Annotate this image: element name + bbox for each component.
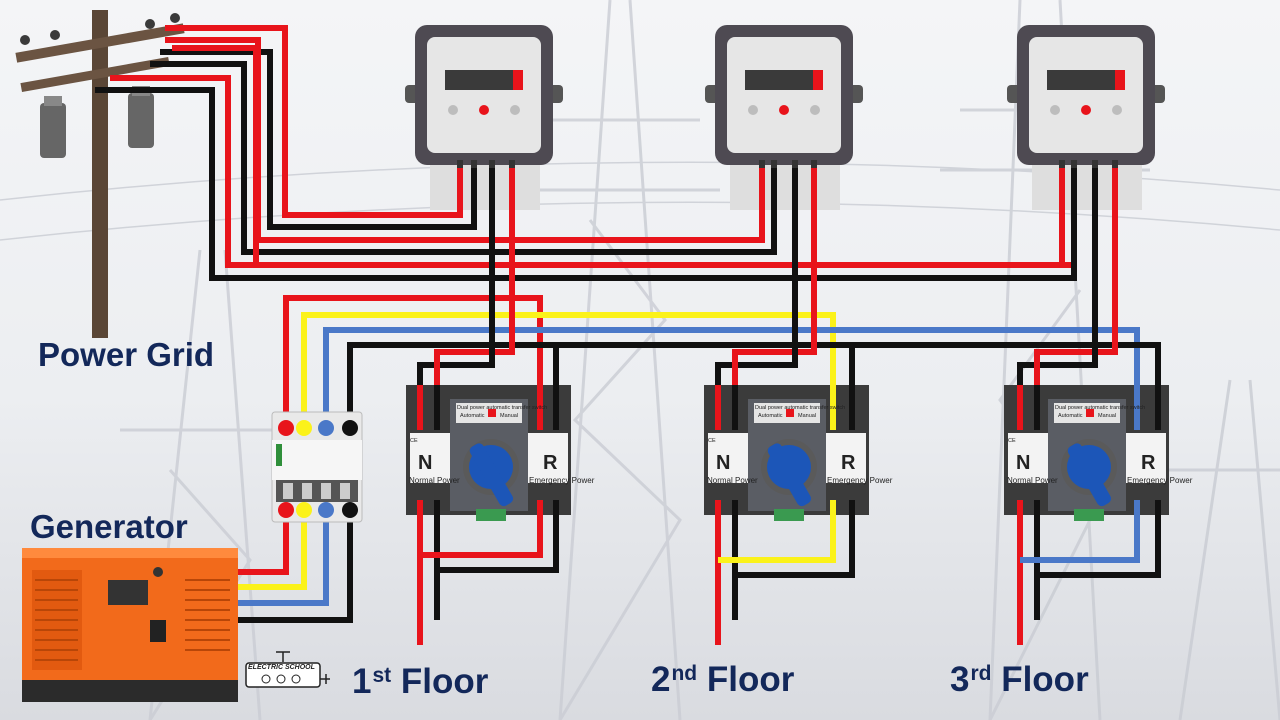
floor-3-label: 3rd Floor	[950, 660, 1089, 700]
ats-ce-mark: CE	[708, 438, 716, 444]
floor-1-label: 1st Floor	[352, 662, 488, 702]
ats-emergency-text: Emergency Power	[1127, 476, 1193, 485]
ats-panel-title: Dual power automatic transfer switch	[755, 405, 846, 411]
ats-manual: Manual	[798, 413, 817, 419]
utility-pole	[15, 10, 185, 338]
floor-2-word: Floor	[706, 660, 795, 699]
ats-automatic: Automatic	[758, 413, 783, 419]
floor-2-suffix: nd	[671, 662, 698, 685]
floor-2-label: 2nd Floor	[651, 660, 794, 700]
floor-3-suffix: rd	[970, 662, 992, 685]
floor-3-ordinal: 3	[950, 660, 970, 699]
ats-automatic: Automatic	[460, 413, 485, 419]
ats-normal-text: Normal Power	[409, 476, 460, 485]
logo-text: ELECTRIC SCHOOL	[248, 664, 315, 671]
energy-meter-3	[1007, 25, 1165, 210]
ats-normal-text: Normal Power	[1007, 476, 1058, 485]
generator-unit	[22, 548, 238, 702]
generator-label: Generator	[30, 508, 188, 545]
ats-emergency-letter: R	[841, 452, 856, 474]
circuit-breaker	[271, 411, 363, 523]
ats-manual: Manual	[500, 413, 519, 419]
ats-emergency-text: Emergency Power	[529, 476, 595, 485]
ats-ce-mark: CE	[1008, 438, 1016, 444]
ats-normal-letter: N	[1016, 452, 1031, 474]
ats-panel-title: Dual power automatic transfer switch	[1055, 405, 1146, 411]
power-grid-label: Power Grid	[38, 336, 215, 373]
ats-normal-letter: N	[418, 452, 433, 474]
ats-normal-text: Normal Power	[707, 476, 758, 485]
ats-emergency-letter: R	[543, 452, 558, 474]
ats-normal-letter: N	[716, 452, 731, 474]
energy-meter-2	[705, 25, 863, 210]
floor-1-suffix: st	[372, 664, 392, 687]
ats-unit-1	[406, 385, 571, 521]
ats-unit-3	[1004, 385, 1169, 521]
floor-1-ordinal: 1	[352, 662, 372, 701]
floor-1-word: Floor	[400, 662, 489, 701]
ats-output-wiring	[417, 505, 1161, 645]
ats-emergency-letter: R	[1141, 452, 1156, 474]
ats-emergency-text: Emergency Power	[827, 476, 893, 485]
floor-3-word: Floor	[1001, 660, 1089, 699]
ats-terminals	[417, 385, 1161, 520]
meter-terminals	[457, 160, 1118, 365]
floor-2-ordinal: 2	[651, 660, 671, 699]
ats-manual: Manual	[1098, 413, 1117, 419]
energy-meter-1	[405, 25, 563, 210]
ats-unit-2	[704, 385, 869, 521]
electric-school-logo	[245, 651, 330, 688]
ats-ce-mark: CE	[410, 438, 418, 444]
grid-wiring	[95, 25, 1077, 281]
ats-automatic: Automatic	[1058, 413, 1083, 419]
ats-panel-title: Dual power automatic transfer switch	[457, 405, 548, 411]
